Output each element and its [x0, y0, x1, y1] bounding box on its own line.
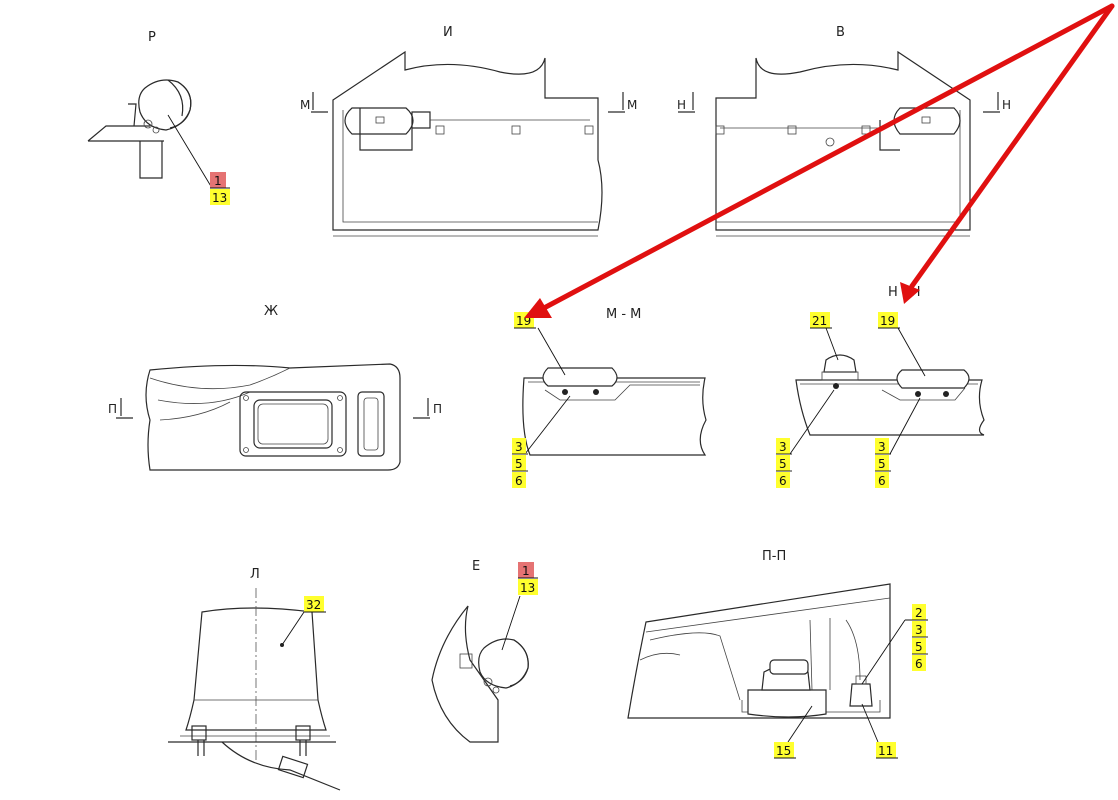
- section-mm: М - М 19 3 5 6: [512, 307, 707, 488]
- marker-lamp-i: [344, 107, 414, 135]
- view-zh-panel: [145, 363, 401, 471]
- section-mm-label: М - М: [606, 307, 641, 322]
- callout-l-32-bg: [304, 596, 324, 612]
- callout-nn-left-6: 6: [779, 474, 787, 488]
- callout-pp-6: 6: [915, 657, 923, 671]
- callout-nn-left-5: 5: [779, 457, 787, 471]
- callout-nn-19: 19: [880, 314, 895, 328]
- callout-nn-21: 21: [812, 314, 827, 328]
- section-nn-body: [795, 379, 985, 436]
- red-arrowhead-mm: [524, 298, 552, 318]
- callout-mm-5: 5: [515, 457, 523, 471]
- section-mark-n-right: Н: [1002, 98, 1011, 112]
- section-pp: П-П 2 3 5 6 15 11: [627, 549, 928, 759]
- callout-nn-left-3: 3: [779, 440, 787, 454]
- view-l-label: Л: [250, 567, 260, 582]
- section-mark-p-left: П: [108, 402, 117, 416]
- view-r-bracket: [87, 125, 150, 142]
- callout-pp-2: 2: [915, 606, 923, 620]
- callout-pp-15: 15: [776, 744, 791, 758]
- callout-pp-3: 3: [915, 623, 923, 637]
- beacon-32-body: [185, 607, 327, 731]
- callout-e-1-bg: [518, 562, 534, 578]
- red-arrow-to-mm-19: [541, 3, 1115, 311]
- callout-nn-21-bg: [810, 312, 830, 328]
- view-zh-label: Ж: [264, 304, 278, 319]
- callout-nn-19-bg: [878, 312, 898, 328]
- section-mark-p-right: П: [433, 402, 442, 416]
- callout-nn-right-3: 3: [878, 440, 886, 454]
- view-e-bracket: [431, 605, 499, 743]
- red-arrowhead-nn: [900, 282, 920, 304]
- section-pp-label: П-П: [762, 549, 786, 564]
- callout-nn-right-6: 6: [878, 474, 886, 488]
- callout-r-1-bg: [210, 172, 226, 188]
- section-mark-m-right: М: [627, 98, 637, 112]
- side-reflector: [357, 391, 385, 457]
- callout-e-13: 13: [520, 581, 535, 595]
- beacon-cable: [221, 741, 341, 791]
- view-zh: Ж П П: [108, 304, 442, 471]
- callout-l-32: 32: [306, 598, 321, 612]
- section-nn: Н - Н 21 19 3 5 6 3 5 6: [776, 285, 985, 488]
- rear-lamp-lens: [253, 399, 333, 449]
- view-v-panel: [715, 50, 971, 231]
- beacon-bolt-right: [295, 725, 311, 741]
- callout-mm-3: 3: [515, 440, 523, 454]
- view-e-label: Е: [472, 559, 480, 574]
- view-e: Е 1 13: [431, 559, 538, 743]
- callout-r-1: 1: [214, 174, 222, 188]
- callout-e-1: 1: [522, 564, 530, 578]
- marker-lamp-mm: [542, 367, 618, 387]
- beacon-bolt-left: [191, 725, 207, 741]
- section-mm-body: [522, 377, 707, 456]
- view-r-label: Р: [148, 30, 156, 45]
- callout-pp-15-bg: [774, 742, 794, 758]
- view-r-post: [139, 141, 163, 179]
- callout-nn-right-5: 5: [878, 457, 886, 471]
- callout-mm-6: 6: [515, 474, 523, 488]
- view-v-label: В: [836, 25, 845, 40]
- section-mark-n-left: Н: [677, 98, 686, 112]
- callout-r-13: 13: [212, 191, 227, 205]
- connector-11: [849, 683, 873, 707]
- view-i-panel: [332, 50, 603, 231]
- view-v: В Н Н: [677, 25, 1011, 237]
- marker-lamp-nn: [896, 369, 970, 389]
- section-mark-m-left: М: [300, 98, 310, 112]
- red-arrow-to-nn-19: [909, 3, 1115, 289]
- callout-pp-5: 5: [915, 640, 923, 654]
- red-annotation-arrows: [524, 3, 1115, 318]
- callout-pp-11: 11: [878, 744, 893, 758]
- callout-e-13-bg: [518, 579, 538, 595]
- rear-lamp-15: [747, 689, 827, 718]
- beacon-21: [823, 354, 857, 373]
- section-pp-body: [627, 583, 891, 719]
- view-l: Л 32: [168, 567, 341, 791]
- marker-lamp-v: [893, 107, 961, 135]
- callout-pp-11-bg: [876, 742, 896, 758]
- view-i-label: И: [443, 25, 453, 40]
- view-i: И М М: [300, 25, 637, 237]
- callout-r-13-bg: [210, 189, 230, 205]
- rear-lamp-housing: [239, 391, 347, 457]
- view-r: Р 1 13: [87, 30, 230, 205]
